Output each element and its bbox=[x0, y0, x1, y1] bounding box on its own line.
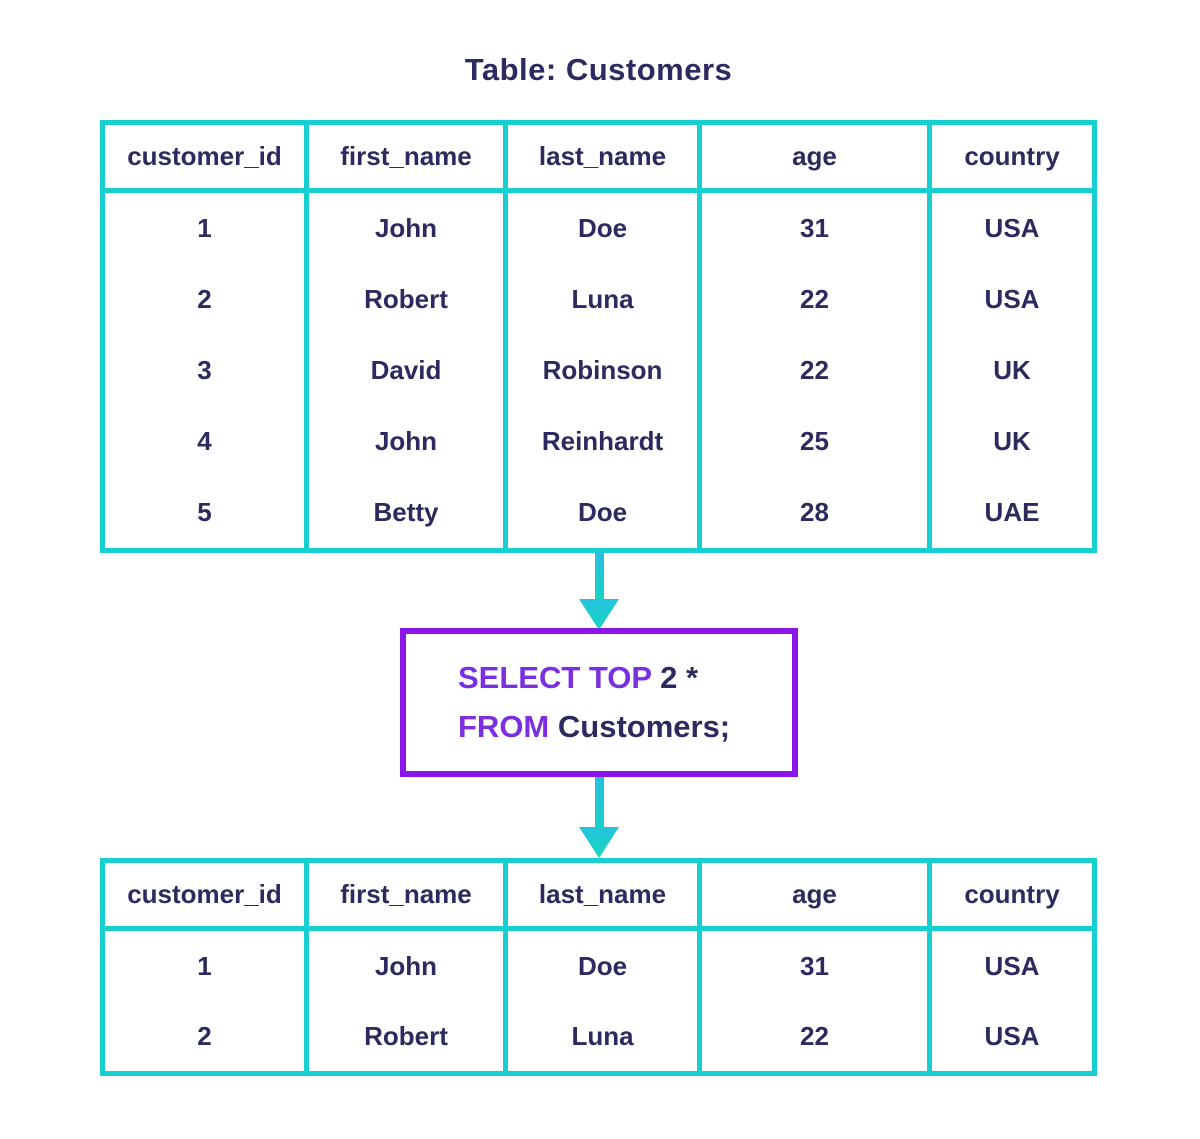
table-cell: Doe bbox=[577, 213, 628, 243]
source-table: customer_id first_name last_name age cou… bbox=[100, 120, 1097, 553]
sql-select-args: 2 * bbox=[660, 660, 699, 696]
table-cell: 22 bbox=[800, 355, 829, 385]
table-cell: 2 bbox=[197, 1020, 212, 1051]
column-header-first-name: first_name bbox=[309, 125, 508, 193]
arrow-head-icon bbox=[579, 827, 619, 858]
table-cell: 5 bbox=[197, 497, 212, 527]
flow-arrow-down-icon bbox=[579, 777, 619, 858]
column-header-country: country bbox=[932, 863, 1092, 931]
table-cell: 22 bbox=[800, 1020, 829, 1051]
table-cell: Doe bbox=[577, 497, 628, 527]
sql-line-select: SELECT TOP 2 * bbox=[458, 661, 792, 695]
column-header-first-name: first_name bbox=[309, 863, 508, 931]
table-cell: UAE bbox=[984, 497, 1040, 527]
arrow-line bbox=[594, 553, 604, 599]
table-cell: Doe bbox=[577, 950, 628, 981]
table-cell: 1 bbox=[197, 213, 212, 243]
result-table: customer_id first_name last_name age cou… bbox=[100, 858, 1097, 1076]
table-cell: 3 bbox=[197, 355, 212, 385]
table-cell: 4 bbox=[197, 426, 212, 456]
source-column-last-name: Doe Luna Robinson Reinhardt Doe bbox=[508, 193, 702, 548]
table-cell: USA bbox=[984, 284, 1040, 314]
sql-query-box: SELECT TOP 2 * FROM Customers; bbox=[400, 628, 798, 777]
result-table-header-row: customer_id first_name last_name age cou… bbox=[105, 863, 1092, 931]
table-cell: David bbox=[370, 355, 442, 385]
table-cell: John bbox=[374, 213, 438, 243]
flow-arrow-down-icon bbox=[579, 553, 619, 630]
table-cell: 31 bbox=[800, 213, 829, 243]
source-table-body: 1 2 3 4 5 John Robert David John Betty D… bbox=[105, 193, 1092, 548]
column-header-country: country bbox=[932, 125, 1092, 193]
column-header-age: age bbox=[702, 125, 932, 193]
table-cell: UK bbox=[993, 426, 1031, 456]
sql-line-from: FROM Customers; bbox=[458, 708, 792, 744]
table-cell: Luna bbox=[571, 1020, 634, 1051]
column-header-customer-id: customer_id bbox=[105, 125, 309, 193]
sql-keyword-from: FROM bbox=[458, 708, 558, 744]
result-column-age: 31 22 bbox=[702, 931, 932, 1071]
table-cell: Betty bbox=[373, 497, 439, 527]
arrow-head-icon bbox=[579, 599, 619, 630]
sql-keyword-select-top: SELECT TOP bbox=[458, 660, 661, 696]
table-cell: Luna bbox=[571, 284, 634, 314]
table-cell: Reinhardt bbox=[541, 426, 664, 456]
column-header-customer-id: customer_id bbox=[105, 863, 309, 931]
source-column-customer-id: 1 2 3 4 5 bbox=[105, 193, 309, 548]
table-cell: 1 bbox=[197, 950, 212, 981]
arrow-line bbox=[594, 777, 604, 827]
result-column-customer-id: 1 2 bbox=[105, 931, 309, 1071]
source-column-country: USA USA UK UK UAE bbox=[932, 193, 1092, 548]
table-cell: Robert bbox=[364, 1020, 448, 1051]
table-cell: John bbox=[374, 426, 438, 456]
source-table-header-row: customer_id first_name last_name age cou… bbox=[105, 125, 1092, 193]
column-header-last-name: last_name bbox=[508, 125, 702, 193]
table-cell: USA bbox=[984, 1020, 1040, 1051]
table-cell: UK bbox=[993, 355, 1031, 385]
result-column-first-name: John Robert bbox=[309, 931, 508, 1071]
sql-from-args: Customers; bbox=[557, 708, 731, 744]
table-cell: Robinson bbox=[542, 355, 663, 385]
table-cell: 25 bbox=[800, 426, 829, 456]
column-header-last-name: last_name bbox=[508, 863, 702, 931]
result-column-last-name: Doe Luna bbox=[508, 931, 702, 1071]
table-cell: 22 bbox=[800, 284, 829, 314]
table-cell: 31 bbox=[800, 950, 829, 981]
table-cell: USA bbox=[984, 213, 1040, 243]
table-cell: John bbox=[374, 950, 438, 981]
source-column-first-name: John Robert David John Betty bbox=[309, 193, 508, 548]
table-cell: Robert bbox=[364, 284, 448, 314]
table-cell: USA bbox=[984, 950, 1040, 981]
result-column-country: USA USA bbox=[932, 931, 1092, 1071]
table-cell: 28 bbox=[800, 497, 829, 527]
source-column-age: 31 22 22 25 28 bbox=[702, 193, 932, 548]
column-header-age: age bbox=[702, 863, 932, 931]
table-cell: 2 bbox=[197, 284, 212, 314]
diagram-title: Table: Customers bbox=[464, 52, 733, 87]
result-table-body: 1 2 John Robert Doe Luna 31 22 USA USA bbox=[105, 931, 1092, 1071]
